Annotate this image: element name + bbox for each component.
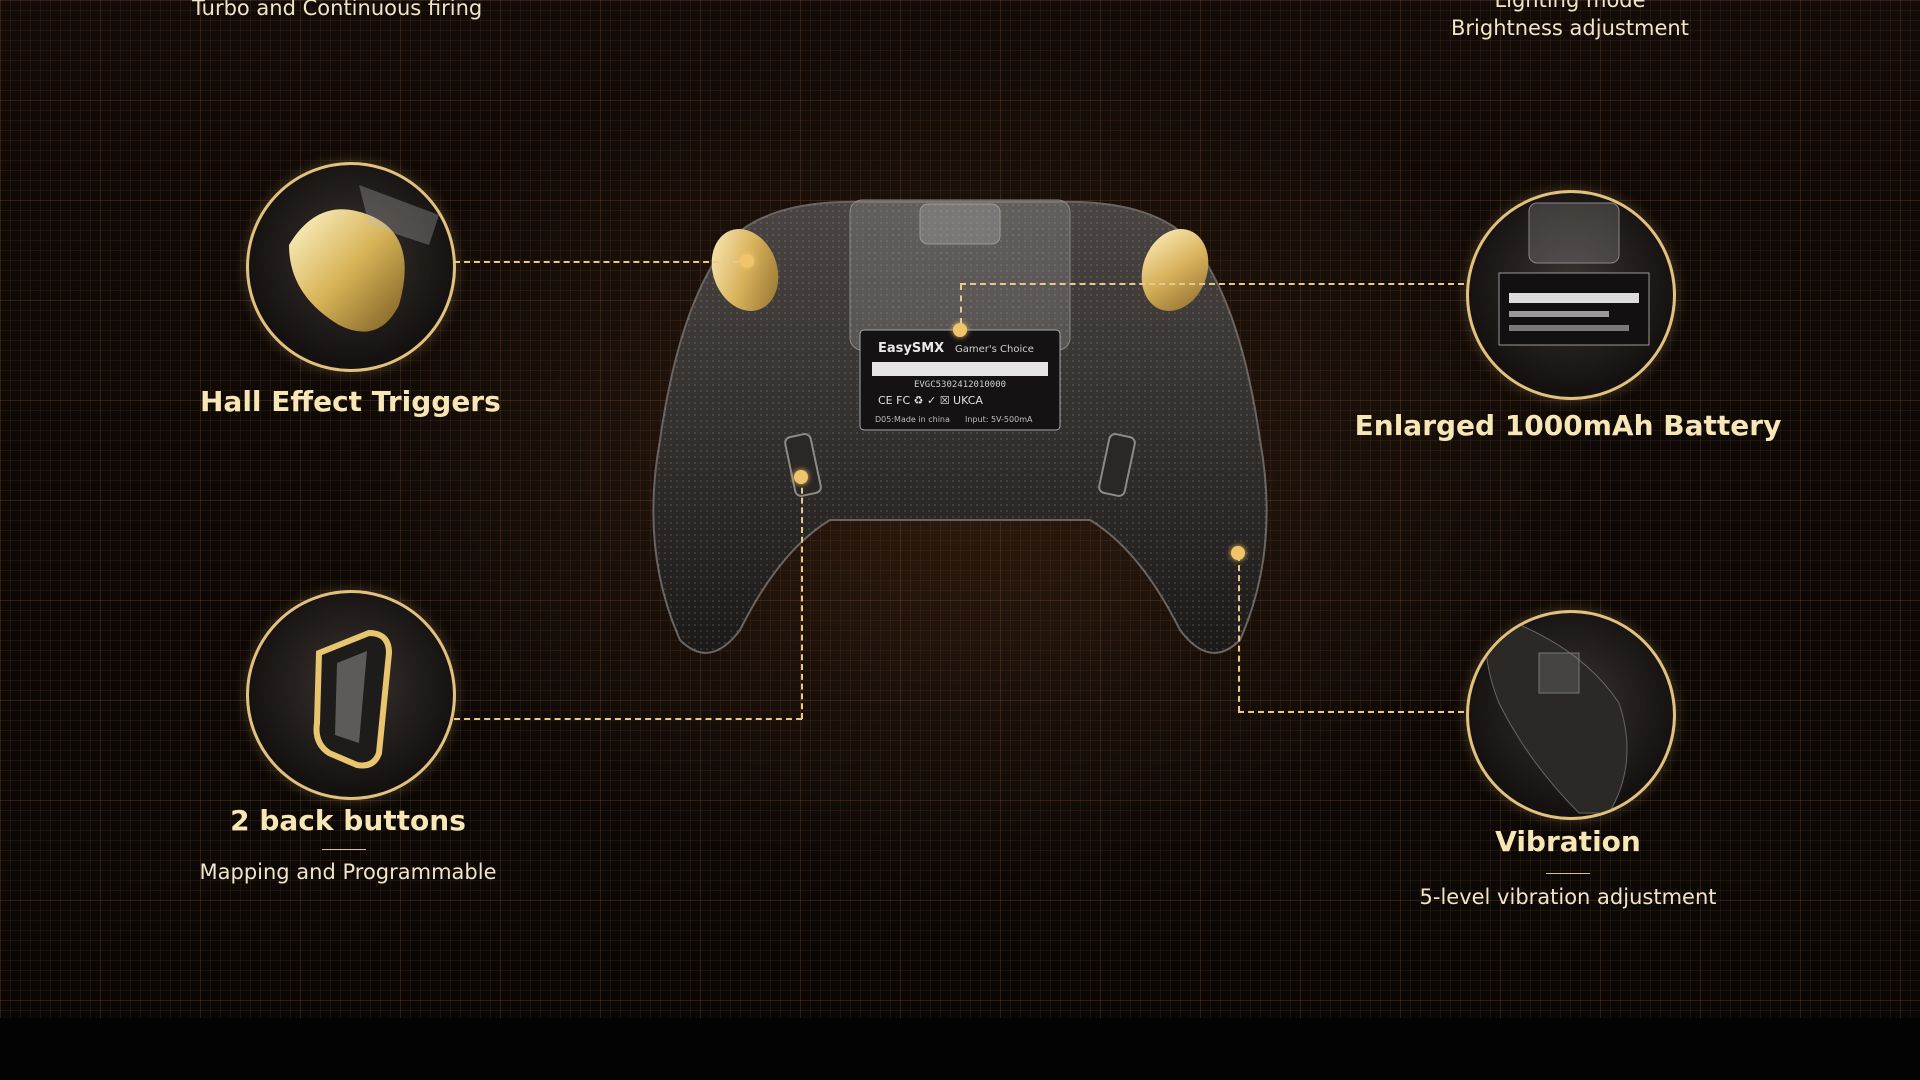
lighting-caption: Lighting mode Brightness adjustment: [1450, 0, 1690, 42]
back-button-right: [1098, 433, 1136, 497]
lighting-mode-text: Lighting mode: [1494, 0, 1646, 12]
back-buttons-title: 2 back buttons: [230, 804, 466, 837]
vibration-subtitle: 5-level vibration adjustment: [1419, 885, 1717, 909]
label-marks: CE FC ♻ ✓ ☒ UKCA: [878, 394, 983, 407]
vibration-grip-icon: [1485, 613, 1628, 814]
label-barcode: [872, 362, 1048, 376]
battery-dot: [953, 323, 967, 337]
vibration-zoom-circle: [1466, 610, 1676, 820]
brightness-text: Brightness adjustment: [1451, 16, 1689, 40]
battery-title: Enlarged 1000mAh Battery: [1354, 409, 1782, 442]
back-buttons-divider: [322, 849, 366, 850]
label-serial: EVGC5302412010000: [914, 380, 1006, 390]
back-buttons-subtitle: Mapping and Programmable: [199, 860, 497, 884]
label-model: D05:Made in china: [875, 415, 950, 424]
back-button-icon: [313, 629, 393, 769]
gold-trigger-left: [711, 229, 779, 311]
label-brand: EasySMX: [878, 341, 944, 356]
trigger-connector-line: [454, 261, 739, 263]
battery-zoom-circle: [1466, 190, 1676, 400]
battery-label: EasySMX Gamer's Choice EVGC5302412010000…: [859, 329, 1061, 431]
vibration-title: Vibration: [1495, 825, 1641, 858]
controller-image: EasySMX Gamer's Choice EVGC5302412010000…: [652, 199, 1268, 654]
gold-trigger-icon: [289, 185, 439, 332]
feature-showcase: Turbo and Continuous firing Lighting mod…: [0, 0, 1920, 1018]
hall-effect-title: Hall Effect Triggers: [200, 385, 501, 418]
battery-connector-vertical: [960, 284, 962, 324]
back-button-connector-vertical: [801, 478, 803, 719]
back-button-dot: [794, 470, 808, 484]
turbo-caption: Turbo and Continuous firing: [192, 0, 483, 20]
vibration-dot: [1231, 546, 1245, 560]
back-button-zoom-circle: [246, 590, 456, 800]
trigger-dot: [740, 254, 754, 268]
label-tagline: Gamer's Choice: [955, 344, 1034, 355]
battery-label-icon: [1498, 202, 1650, 346]
trigger-zoom-circle: [246, 162, 456, 372]
bottom-bar: [0, 1018, 1920, 1080]
back-button-connector-line: [454, 718, 802, 720]
vibration-divider: [1546, 873, 1590, 874]
vibration-connector-line: [1238, 711, 1464, 713]
battery-connector-line: [960, 283, 1464, 285]
label-input: Input: 5V-500mA: [965, 415, 1033, 424]
gold-trigger-right: [1141, 229, 1209, 311]
vibration-connector-vertical: [1238, 555, 1240, 712]
